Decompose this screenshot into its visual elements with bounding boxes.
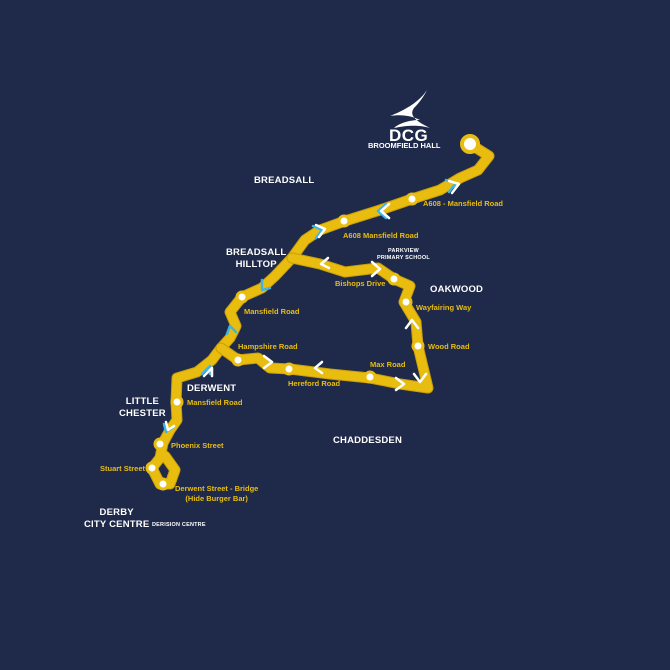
stop-label[interactable]: Mansfield Road bbox=[244, 307, 300, 316]
stop-marker[interactable] bbox=[235, 290, 249, 304]
stop-label[interactable]: Stuart Street bbox=[100, 464, 146, 473]
area-line: CHESTER bbox=[119, 408, 166, 419]
stop-label[interactable]: Hereford Road bbox=[288, 379, 341, 388]
stop-label-line: Derwent Street - Bridge bbox=[175, 484, 259, 493]
stop-label[interactable]: Mansfield Road bbox=[187, 398, 243, 407]
stop-label[interactable]: Wood Road bbox=[428, 342, 470, 351]
poi-line: PARKVIEW bbox=[388, 248, 419, 254]
stop-label[interactable]: Max Road bbox=[370, 360, 406, 369]
brand-name: DCG bbox=[389, 126, 429, 145]
brand-campus: BROOMFIELD HALL bbox=[368, 141, 441, 150]
area-chaddesden: CHADDESDEN bbox=[333, 435, 403, 446]
area-line: HILLTOP bbox=[235, 259, 277, 270]
area-line: LITTLE bbox=[125, 396, 160, 407]
stop-label[interactable]: Wayfairing Way bbox=[416, 303, 472, 312]
area-line: BREADSALL bbox=[226, 247, 287, 258]
stop-marker[interactable] bbox=[156, 477, 170, 491]
stop-marker[interactable] bbox=[411, 339, 425, 353]
stop-label[interactable]: A608 - Mansfield Road bbox=[423, 199, 504, 208]
area-derwent: DERWENT bbox=[187, 383, 237, 394]
area-line: CITY CENTRE bbox=[84, 519, 150, 530]
stop-marker[interactable] bbox=[363, 370, 377, 384]
poi-line: PRIMARY SCHOOL bbox=[377, 255, 430, 261]
stop-marker[interactable] bbox=[337, 214, 351, 228]
stop-marker[interactable] bbox=[387, 272, 401, 286]
stop-marker[interactable] bbox=[153, 437, 167, 451]
area-little-chester: LITTLE CHESTER bbox=[119, 396, 166, 420]
stops bbox=[145, 134, 480, 491]
stop-marker[interactable] bbox=[282, 362, 296, 376]
area-breadsall: BREADSALL bbox=[254, 175, 315, 186]
poi-parkview-school: PARKVIEW PRIMARY SCHOOL bbox=[377, 248, 430, 262]
area-derby-city-centre: DERBY CITY CENTRE bbox=[84, 507, 149, 531]
stop-label-line: (Hide Burger Bar) bbox=[185, 494, 248, 503]
stop-label[interactable]: Bishops Drive bbox=[335, 279, 386, 288]
area-oakwood: OAKWOOD bbox=[430, 284, 484, 295]
stop-marker[interactable] bbox=[231, 353, 245, 367]
stop-label[interactable]: Phoenix Street bbox=[171, 441, 224, 450]
poi-derision-centre: DERISION CENTRE bbox=[152, 522, 206, 528]
stop-label[interactable]: Hampshire Road bbox=[238, 342, 298, 351]
terminus-stop[interactable] bbox=[460, 134, 480, 154]
stop-label[interactable]: Derwent Street - Bridge (Hide Burger Bar… bbox=[175, 484, 258, 504]
stop-label[interactable]: A608 Mansfield Road bbox=[343, 231, 419, 240]
stop-marker[interactable] bbox=[145, 461, 159, 475]
area-line: DERBY bbox=[99, 507, 134, 518]
direction-arrows bbox=[162, 178, 461, 434]
area-breadsall-hilltop: BREADSALL HILLTOP bbox=[226, 247, 286, 271]
stop-marker[interactable] bbox=[399, 295, 413, 309]
stop-marker[interactable] bbox=[405, 192, 419, 206]
stop-marker[interactable] bbox=[170, 395, 184, 409]
swoosh-logo-icon bbox=[390, 90, 430, 128]
bus-route-line bbox=[146, 138, 495, 490]
